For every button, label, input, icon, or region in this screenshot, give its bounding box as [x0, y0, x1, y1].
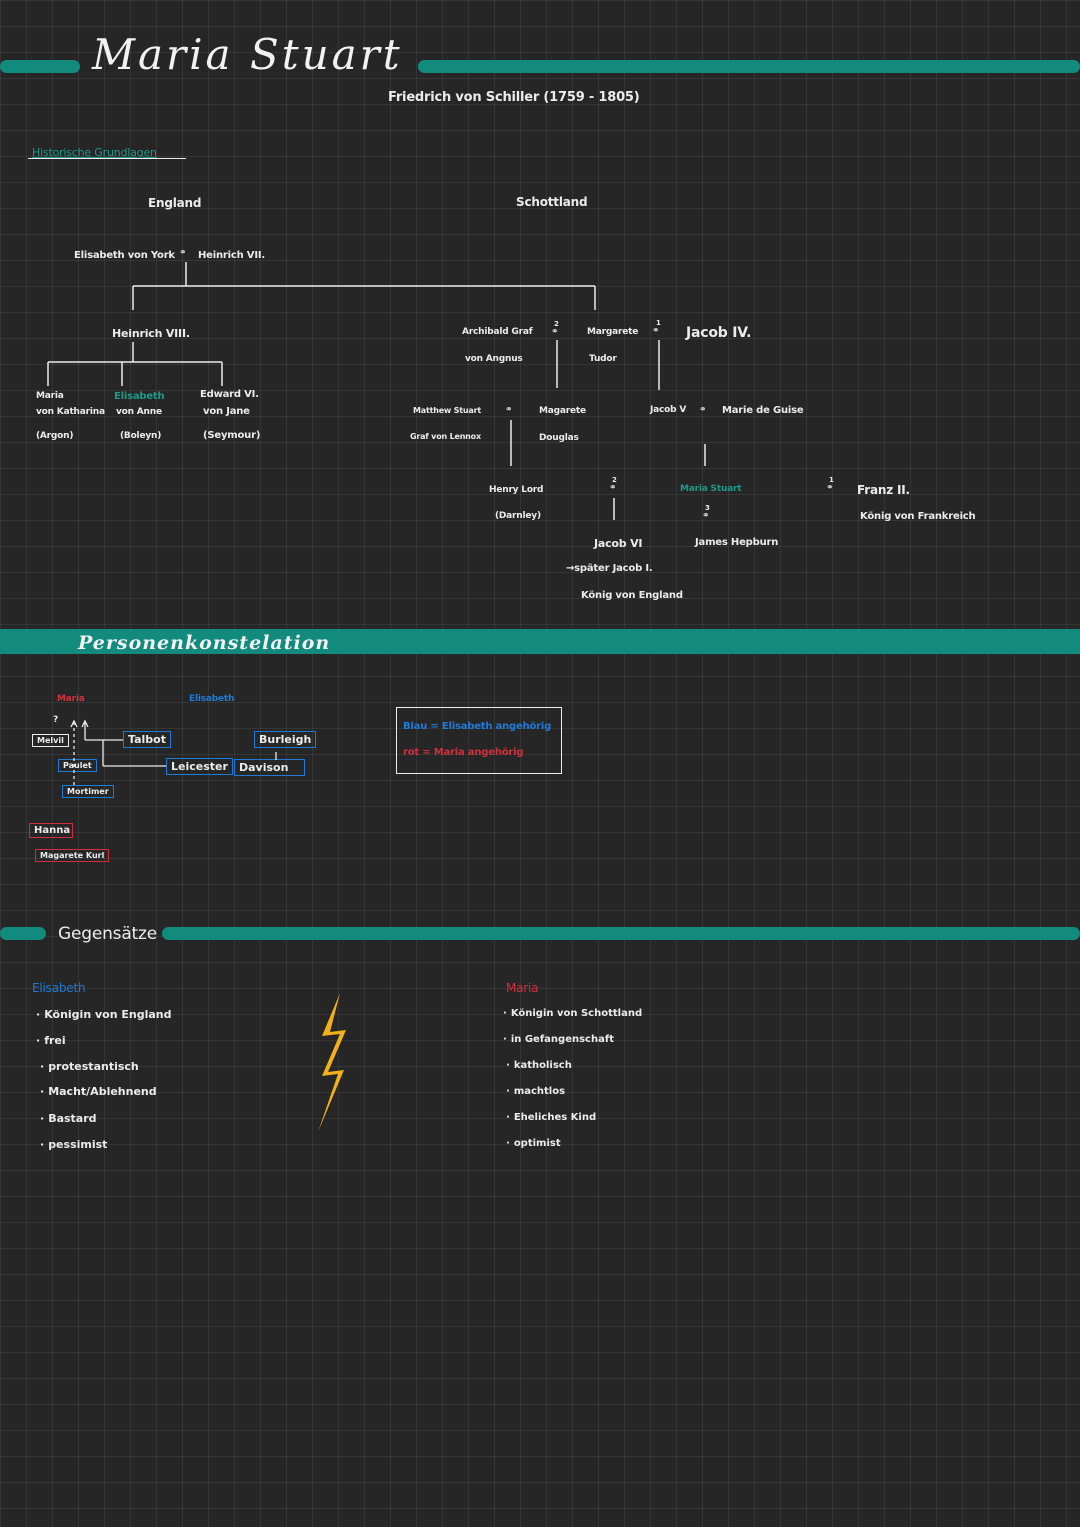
section-band-personenkonstelation	[0, 629, 1080, 654]
child-maria-name: Maria	[36, 391, 64, 401]
jacob-v: Jacob V	[650, 405, 687, 415]
marriage-symbol-henry: ⚭	[609, 483, 617, 493]
node-talbot: Talbot	[123, 731, 171, 748]
child-maria-mother: von Katharina	[36, 407, 105, 417]
node-paulet: Paulet	[58, 759, 97, 772]
england-label: England	[148, 196, 202, 210]
heinrich-viii: Heinrich VIII.	[112, 327, 190, 340]
elisabeth-item: frei	[36, 1034, 65, 1047]
maria-item: Eheliches Kind	[506, 1112, 596, 1123]
child-elisabeth-name: Elisabeth	[114, 391, 165, 402]
question-mark: ?	[53, 715, 59, 725]
child-maria-house: (Argon)	[36, 431, 74, 441]
maria-stuart-tree: Maria Stuart	[680, 484, 742, 494]
jacob-vi-later: →später Jacob I.	[566, 563, 653, 574]
child-edward-mother: von Jane	[203, 406, 250, 417]
archibald-line2: von Angnus	[465, 354, 523, 364]
gegensaetze-elisabeth-title: Elisabeth	[32, 981, 86, 995]
maria-item: katholisch	[506, 1060, 572, 1071]
node-burleigh: Burleigh	[254, 731, 317, 748]
maria-item: Königin von Schottland	[503, 1008, 642, 1019]
node-mortimer: Mortimer	[62, 785, 114, 798]
schottland-label: Schottland	[516, 195, 588, 209]
maria-group-label: Maria	[57, 694, 85, 704]
archibald-line1: Archibald Graf	[462, 327, 533, 337]
marriage-symbol: ⚭	[179, 248, 187, 258]
child-elisabeth-mother: von Anne	[116, 407, 162, 417]
gegensaetze-bar-left	[0, 927, 46, 940]
gegensaetze-bar-right	[162, 927, 1080, 940]
section-heading-personenkonstelation: Personenkonstelation	[78, 632, 331, 654]
heading-underline	[28, 158, 186, 159]
node-leicester: Leicester	[166, 758, 233, 775]
margarete-douglas-line1: Magarete	[539, 406, 586, 416]
marriage-number-3: 3	[705, 504, 710, 512]
marriage-symbol-jacob5: ⚭	[699, 405, 707, 415]
jacob-vi-king: König von England	[581, 590, 683, 601]
section-heading-historische-grundlagen: Historische Grundlagen	[32, 146, 157, 159]
franz-title: König von Frankreich	[860, 511, 976, 522]
marie-de-guise: Marie de Guise	[722, 405, 804, 416]
elisabeth-item: Königin von England	[36, 1008, 171, 1021]
marriage-number-1: 1	[656, 319, 661, 327]
heinrich-vii: Heinrich VII.	[198, 250, 265, 261]
jacob-iv: Jacob IV.	[686, 325, 752, 341]
maria-item: in Gefangenschaft	[503, 1034, 614, 1045]
marriage-symbol-jacob4: ⚭	[652, 326, 660, 336]
child-elisabeth-house: (Boleyn)	[120, 431, 162, 441]
node-davison: Davison	[234, 759, 305, 776]
title-bar-left	[0, 60, 80, 73]
jacob-vi: Jacob VI	[594, 537, 643, 550]
maria-item: machtlos	[506, 1086, 565, 1097]
lightning-icon	[312, 993, 346, 1150]
margarete-douglas-line2: Douglas	[539, 433, 579, 443]
child-edward-name: Edward VI.	[200, 389, 259, 400]
marriage-number-2b: 2	[612, 476, 617, 484]
elisabeth-item: protestantisch	[40, 1060, 139, 1073]
constellation-lines	[70, 719, 277, 785]
child-edward-house: (Seymour)	[203, 430, 261, 441]
legend-box: Blau = Elisabeth angehörig rot = Maria a…	[396, 707, 562, 774]
elisabeth-item: pessimist	[40, 1138, 107, 1151]
margarete-tudor-line1: Margarete	[587, 327, 639, 337]
elisabeth-group-label: Elisabeth	[189, 694, 235, 704]
marriage-number-2a: 2	[554, 320, 559, 328]
james-hepburn: James Hepburn	[695, 537, 779, 548]
marriage-symbol-archibald: ⚭	[551, 327, 559, 337]
elisabeth-item: Bastard	[40, 1112, 96, 1125]
henry-line2: (Darnley)	[495, 511, 541, 521]
franz-ii: Franz II.	[857, 483, 910, 497]
page-subtitle: Friedrich von Schiller (1759 - 1805)	[388, 90, 640, 105]
elisabeth-von-york: Elisabeth von York	[74, 250, 175, 261]
margarete-tudor-line2: Tudor	[589, 354, 617, 364]
henry-line1: Henry Lord	[489, 485, 544, 495]
legend-red: rot = Maria angehörig	[403, 747, 524, 758]
legend-blue: Blau = Elisabeth angehörig	[403, 721, 552, 732]
marriage-symbol-james: ⚭	[702, 511, 710, 521]
matthew-line1: Matthew Stuart	[413, 406, 481, 415]
family-tree-lines	[47, 262, 706, 520]
matthew-line2: Graf von Lennox	[410, 432, 481, 441]
page-title: Maria Stuart	[92, 30, 403, 79]
title-bar-right	[418, 60, 1080, 73]
node-melvil: Melvil	[32, 734, 69, 747]
node-hanna: Hanna	[29, 823, 73, 838]
section-heading-gegensaetze: Gegensätze	[58, 924, 157, 944]
marriage-symbol-franz: ⚭	[826, 483, 834, 493]
maria-item: optimist	[506, 1138, 561, 1149]
gegensaetze-maria-title: Maria	[506, 981, 539, 995]
marriage-symbol-matthew: ⚭	[505, 405, 513, 415]
elisabeth-item: Macht/Ablehnend	[40, 1085, 156, 1098]
node-margarete-kurl: Magarete Kurl	[35, 849, 110, 862]
marriage-number-franz: 1	[829, 476, 834, 484]
